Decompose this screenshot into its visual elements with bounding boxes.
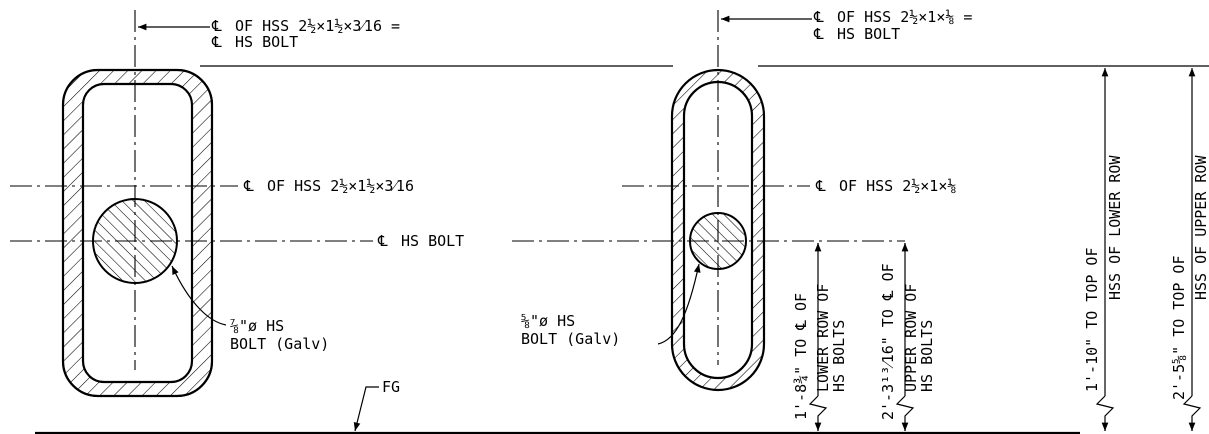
- cl-symbol: ℄: [211, 17, 222, 35]
- cl-symbol: ℄: [243, 177, 254, 195]
- cl-symbol: ℄: [211, 33, 222, 51]
- leader-left-bolt: [171, 265, 227, 326]
- fg-label: FG: [382, 378, 400, 396]
- left-top-line1: OF HSS 2½×1½×3⁄16 =: [235, 17, 400, 35]
- svg-text:1'-10" TO TOP OF: 1'-10" TO TOP OF: [1083, 248, 1101, 393]
- right-mid-label: OF HSS 2½×1×⅛: [839, 177, 956, 195]
- right-bolt-line1: ⅝"ø HS: [521, 312, 575, 330]
- dim-text-4: 2'-5⅝" TO TOP OF: [1170, 256, 1188, 401]
- dim-text-1c: HS BOLTS: [830, 320, 848, 392]
- right-bolt-line2: BOLT (Galv): [521, 330, 620, 348]
- dim-text-4b: HSS OF UPPER ROW: [1192, 155, 1209, 300]
- right-top-line2: HS BOLT: [837, 25, 900, 43]
- dim-text-3b: HSS OF LOWER ROW: [1106, 155, 1124, 300]
- cl-symbol: ℄: [377, 232, 388, 250]
- svg-text:HSS OF UPPER ROW: HSS OF UPPER ROW: [1192, 155, 1209, 300]
- dim-text-2: 2'-3¹³⁄16" TO ℄ OF: [879, 263, 897, 420]
- svg-text:UPPER ROW OF: UPPER ROW OF: [902, 284, 920, 392]
- svg-text:HS BOLTS: HS BOLTS: [830, 320, 848, 392]
- left-top-line2: HS BOLT: [235, 33, 298, 51]
- right-top-line1: OF HSS 2½×1×⅛ =: [837, 8, 972, 26]
- svg-text:HS BOLTS: HS BOLTS: [918, 320, 936, 392]
- center-lines: [10, 10, 905, 370]
- svg-text:2'-5⅝" TO TOP OF: 2'-5⅝" TO TOP OF: [1170, 256, 1188, 401]
- leader-fg: [353, 386, 379, 432]
- svg-text:2'-3¹³⁄16" TO ℄ OF: 2'-3¹³⁄16" TO ℄ OF: [879, 263, 897, 420]
- svg-text:HSS OF LOWER ROW: HSS OF LOWER ROW: [1106, 155, 1124, 300]
- hs-bolt-label: HS BOLT: [401, 232, 464, 250]
- dim-text-1b: LOWER ROW OF: [814, 284, 832, 392]
- dim-text-2c: HS BOLTS: [918, 320, 936, 392]
- dim-text-1: 1'-8¾" TO ℄ OF: [792, 293, 810, 420]
- left-mid-label: OF HSS 2½×1½×3⁄16: [267, 177, 414, 195]
- dim-text-3: 1'-10" TO TOP OF: [1083, 248, 1101, 393]
- svg-text:LOWER ROW OF: LOWER ROW OF: [814, 284, 832, 392]
- dim-text-2b: UPPER ROW OF: [902, 284, 920, 392]
- dimension-lines: [808, 68, 1202, 431]
- right-top-label: ℄ OF HSS 2½×1×⅛ = ℄ HS BOLT: [813, 8, 972, 43]
- leader-right-bolt: [657, 263, 701, 345]
- cl-symbol: ℄: [813, 25, 824, 43]
- left-bolt-line2: BOLT (Galv): [230, 335, 329, 353]
- left-hss-section: [61, 68, 214, 398]
- left-bolt-line1: ⅞"ø HS: [230, 317, 284, 335]
- cl-symbol: ℄: [813, 8, 824, 26]
- svg-text:1'-8¾" TO ℄ OF: 1'-8¾" TO ℄ OF: [792, 293, 810, 420]
- cl-symbol: ℄: [815, 177, 826, 195]
- left-top-label: ℄ OF HSS 2½×1½×3⁄16 = ℄ HS BOLT: [211, 17, 400, 51]
